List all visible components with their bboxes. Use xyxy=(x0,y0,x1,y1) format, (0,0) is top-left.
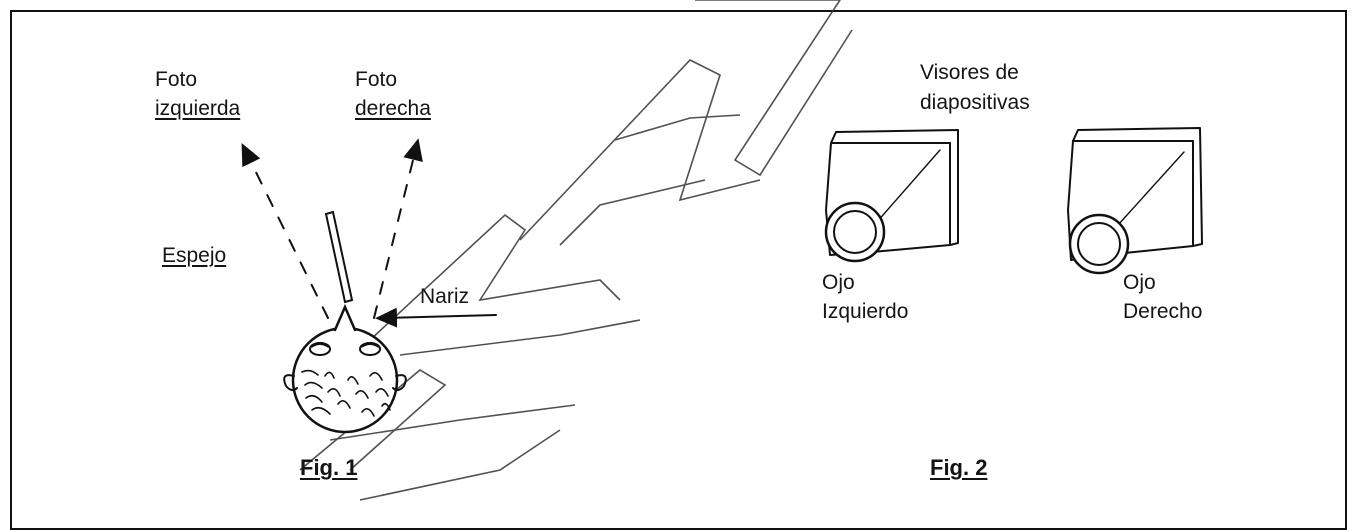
slide-viewers-title-line2: diapositivas xyxy=(920,91,1030,114)
left-photo-dashed-arrow xyxy=(241,143,329,319)
right-photo-label-line2: derecha xyxy=(355,97,431,120)
diagram-drawing xyxy=(241,0,1203,501)
right-photo-dashed-arrow xyxy=(373,138,423,319)
slide-viewers-title-line1: Visores de xyxy=(920,61,1019,84)
right-slide-viewer-icon xyxy=(1067,127,1203,275)
nose-label: Nariz xyxy=(420,285,470,308)
mirror-shape xyxy=(324,210,354,304)
fig1-drawing xyxy=(241,138,497,434)
right-photo-label-line1: Foto xyxy=(355,68,398,91)
nose-arrow xyxy=(375,307,497,328)
fig2-caption: Fig. 2 xyxy=(930,455,988,480)
left-eye-label-line1: Ojo xyxy=(822,271,855,294)
left-photo-label-line2: izquierda xyxy=(155,97,241,120)
watermark xyxy=(299,0,853,501)
fig1-caption: Fig. 1 xyxy=(300,455,358,480)
left-photo-label-line1: Foto xyxy=(155,68,198,91)
fig2-drawing xyxy=(824,127,1203,275)
left-eye-label-line2: Izquierdo xyxy=(822,300,909,323)
right-eye-label-line1: Ojo xyxy=(1123,271,1156,294)
head-icon xyxy=(283,303,407,434)
left-slide-viewer-icon xyxy=(824,129,959,263)
mirror-label: Espejo xyxy=(162,244,227,267)
right-eye-label-line2: Derecho xyxy=(1123,300,1203,323)
